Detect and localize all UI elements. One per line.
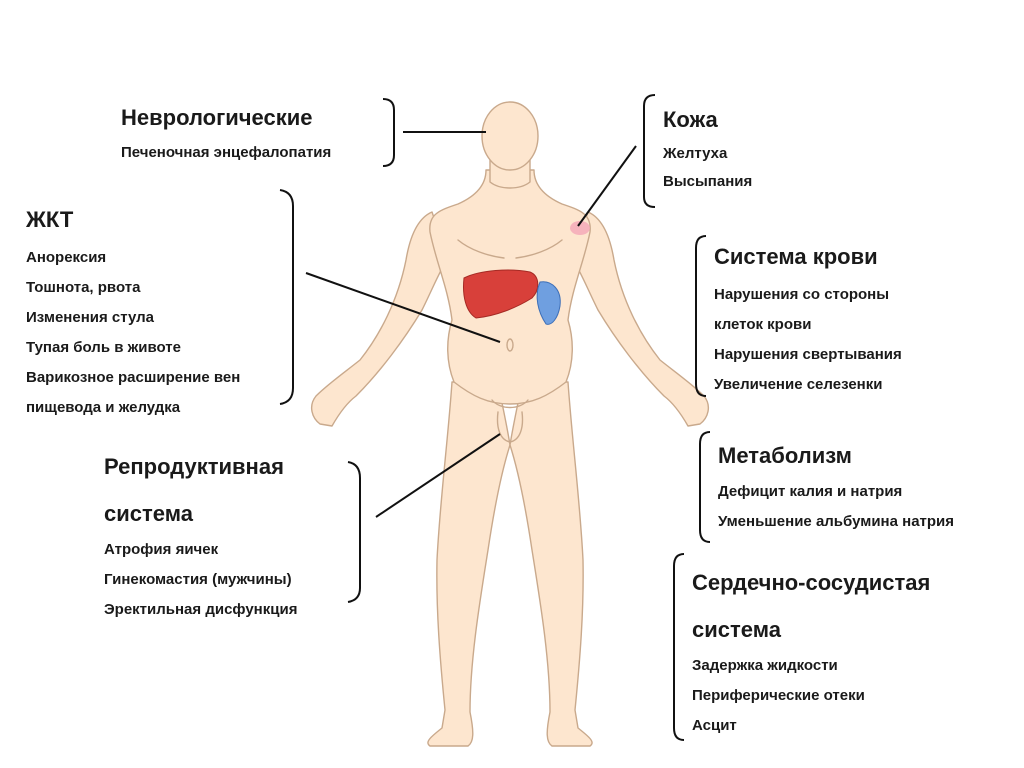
symptom-item: пищевода и желудка [26,399,181,417]
group-title-line: Неврологические [121,105,313,130]
left-arm [310,211,449,427]
bracket-blood [695,235,707,397]
group-items: Печеночная энцефалопатия [121,144,331,161]
group-cardiovascular: Сердечно-сосудистая система Задержка жидк… [692,570,930,734]
bracket-repro [347,461,361,603]
group-title-line: ЖКТ [26,207,74,232]
symptom-item: Высыпания [663,173,753,191]
navel [506,338,514,352]
left-leg [427,381,511,747]
leader-git [305,272,501,343]
bracket-cardio [673,553,685,741]
symptom-item: Атрофия яичек [104,540,219,558]
symptom-item: Варикозное расширение вен [26,369,241,387]
chest-line-right [515,239,563,259]
group-title-line: Репродуктивная [104,454,284,479]
group-title: Неврологические [121,105,331,130]
spleen [536,281,561,325]
chest-line-left [457,239,505,259]
group-title: Сердечно-сосудистая система [692,570,930,643]
right-arm [571,211,710,427]
bracket-skin [643,94,656,208]
symptom-item: Уменьшение альбумина натрия [718,513,955,531]
symptom-item: Эректильная дисфункция [104,600,298,618]
group-title-line: Система крови [714,244,878,269]
group-neurological: Неврологические Печеночная энцефалопатия [121,105,331,161]
leader-lines [305,131,637,518]
symptom-item: Увеличение селезенки [714,376,883,394]
symptom-item: Асцит [692,716,737,734]
symptom-item: Периферические отеки [692,686,865,704]
symptom-item: Анорексия [26,249,107,267]
bracket-metab [699,431,711,543]
symptom-item: клеток крови [714,316,812,334]
genitals [496,411,524,443]
group-title: ЖКТ [26,207,240,232]
group-blood-system: Система крови Нарушения со стороны клеток… [714,244,902,393]
symptom-item: Нарушения со стороны [714,286,890,304]
liver [463,269,539,319]
leader-repro [375,433,501,518]
symptom-item: Дефицит калия и натрия [718,483,903,501]
brackets [279,94,711,741]
group-title-line: система [692,617,781,643]
group-title: Кожа [663,107,752,132]
groin-line [491,399,529,409]
symptom-item: Нарушения свертывания [714,346,902,364]
symptom-item: Тошнота, рвота [26,279,141,297]
symptom-item: Тупая боль в животе [26,339,181,357]
symptom-item: Гинекомастия (мужчины) [104,570,292,588]
group-title-line: Метаболизм [718,443,852,468]
leader-skin [577,145,637,227]
group-title: Метаболизм [718,443,954,468]
symptom-item: Изменения стула [26,309,154,327]
symptom-item: Печеночная энцефалопатия [121,144,332,162]
symptom-item: Задержка жидкости [692,656,838,674]
group-title: Репродуктивная система [104,454,297,527]
group-title-line: система [104,501,193,527]
head [481,101,539,171]
skin-rash-spot [570,221,590,235]
group-title-line: Кожа [663,107,718,132]
symptom-item: Желтуха [663,145,728,163]
body-details [457,239,563,443]
group-title-line: Сердечно-сосудистая [692,570,931,595]
group-title: Система крови [714,244,902,269]
bracket-neuro [382,98,395,167]
bracket-git [279,189,294,405]
human-body-figure [310,101,710,747]
right-leg [509,381,593,747]
